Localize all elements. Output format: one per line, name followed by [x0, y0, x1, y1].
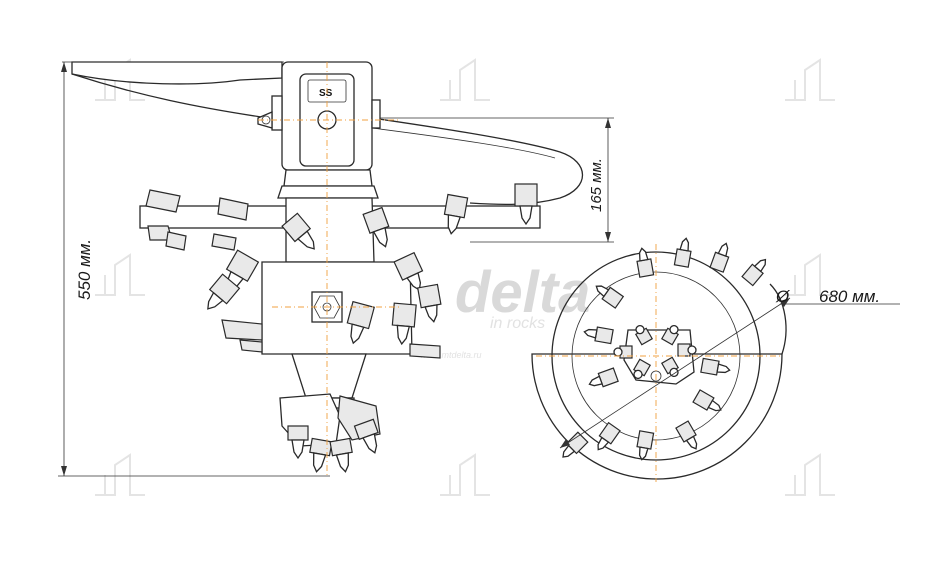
watermark-logo-icon [440, 453, 490, 496]
watermark-url: www.mtdelta.ru [420, 350, 482, 360]
watermark-tagline: in rocks [490, 315, 545, 332]
watermark-brand: delta [455, 260, 590, 325]
dimension-height-top: 165 мм. [380, 117, 614, 243]
watermark-logo-icon [440, 58, 490, 101]
dimension-diameter-symbol: Ø [775, 287, 791, 306]
dimension-label-height-top: 165 мм. [588, 158, 605, 212]
watermark-logo-icon [95, 253, 145, 296]
side-view: SS [71, 61, 584, 476]
plan-view [531, 237, 787, 482]
cutter-picks [207, 183, 538, 473]
watermark-logo-icon [785, 58, 835, 101]
watermark-logo-icon [785, 453, 835, 496]
watermark-logo-icon [95, 453, 145, 496]
dimension-label-height-total: 550 мм. [75, 239, 94, 300]
wheel-picks [562, 237, 767, 461]
dimension-height-total: 550 мм. [58, 61, 330, 477]
model-mark: SS [319, 88, 333, 99]
dimension-diameter: Ø 680 мм. [559, 287, 900, 449]
watermark-logo-icon [785, 253, 835, 296]
dimension-label-diameter: 680 мм. [819, 287, 880, 306]
watermark-logos [95, 58, 835, 496]
